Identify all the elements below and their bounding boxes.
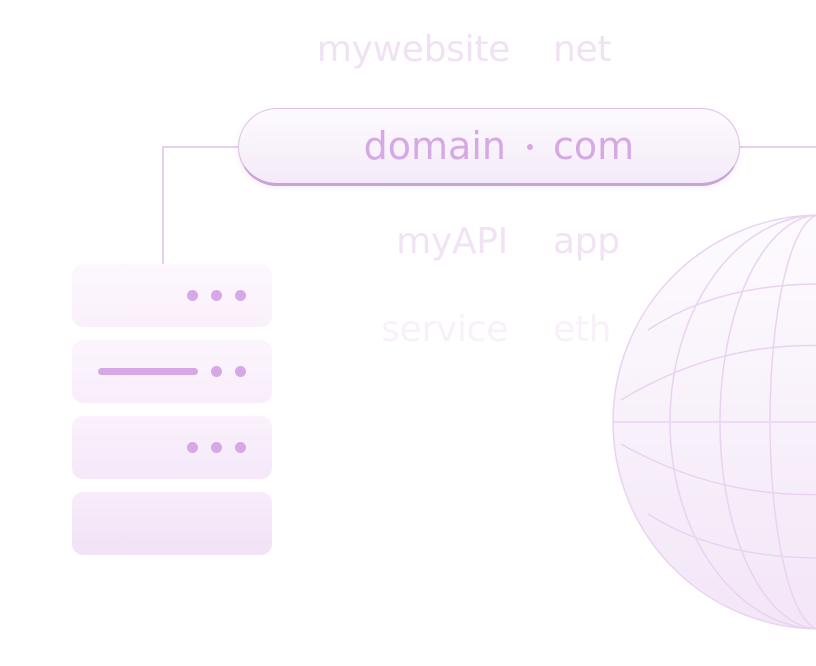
status-dot: [187, 442, 198, 453]
status-dot: [235, 442, 246, 453]
tld-net: net: [553, 29, 612, 70]
status-bar: [98, 368, 198, 375]
domain-name-service: service: [381, 309, 508, 350]
status-dot: [211, 442, 222, 453]
status-dot: [235, 290, 246, 301]
server-unit: [72, 340, 272, 403]
domain-name-domain: domain: [363, 124, 506, 168]
tld-com: com: [553, 124, 635, 168]
server-unit: [72, 264, 272, 327]
connector-line-left-vertical: [162, 146, 164, 264]
connector-line-left-horizontal: [162, 146, 240, 148]
status-dot: [211, 366, 222, 377]
tld-app: app: [553, 221, 620, 262]
domain-pill[interactable]: [238, 108, 740, 186]
status-dot: [211, 290, 222, 301]
connector-line-right: [740, 146, 816, 148]
globe-icon: [612, 214, 816, 630]
server-unit: [72, 492, 272, 555]
domain-separator-dot: [527, 144, 533, 150]
tld-eth: eth: [553, 309, 612, 350]
domain-name-mywebsite: mywebsite: [316, 29, 510, 70]
status-dot: [235, 366, 246, 377]
status-dot: [187, 290, 198, 301]
domain-name-myapi: myAPI: [396, 221, 508, 262]
server-unit: [72, 416, 272, 479]
